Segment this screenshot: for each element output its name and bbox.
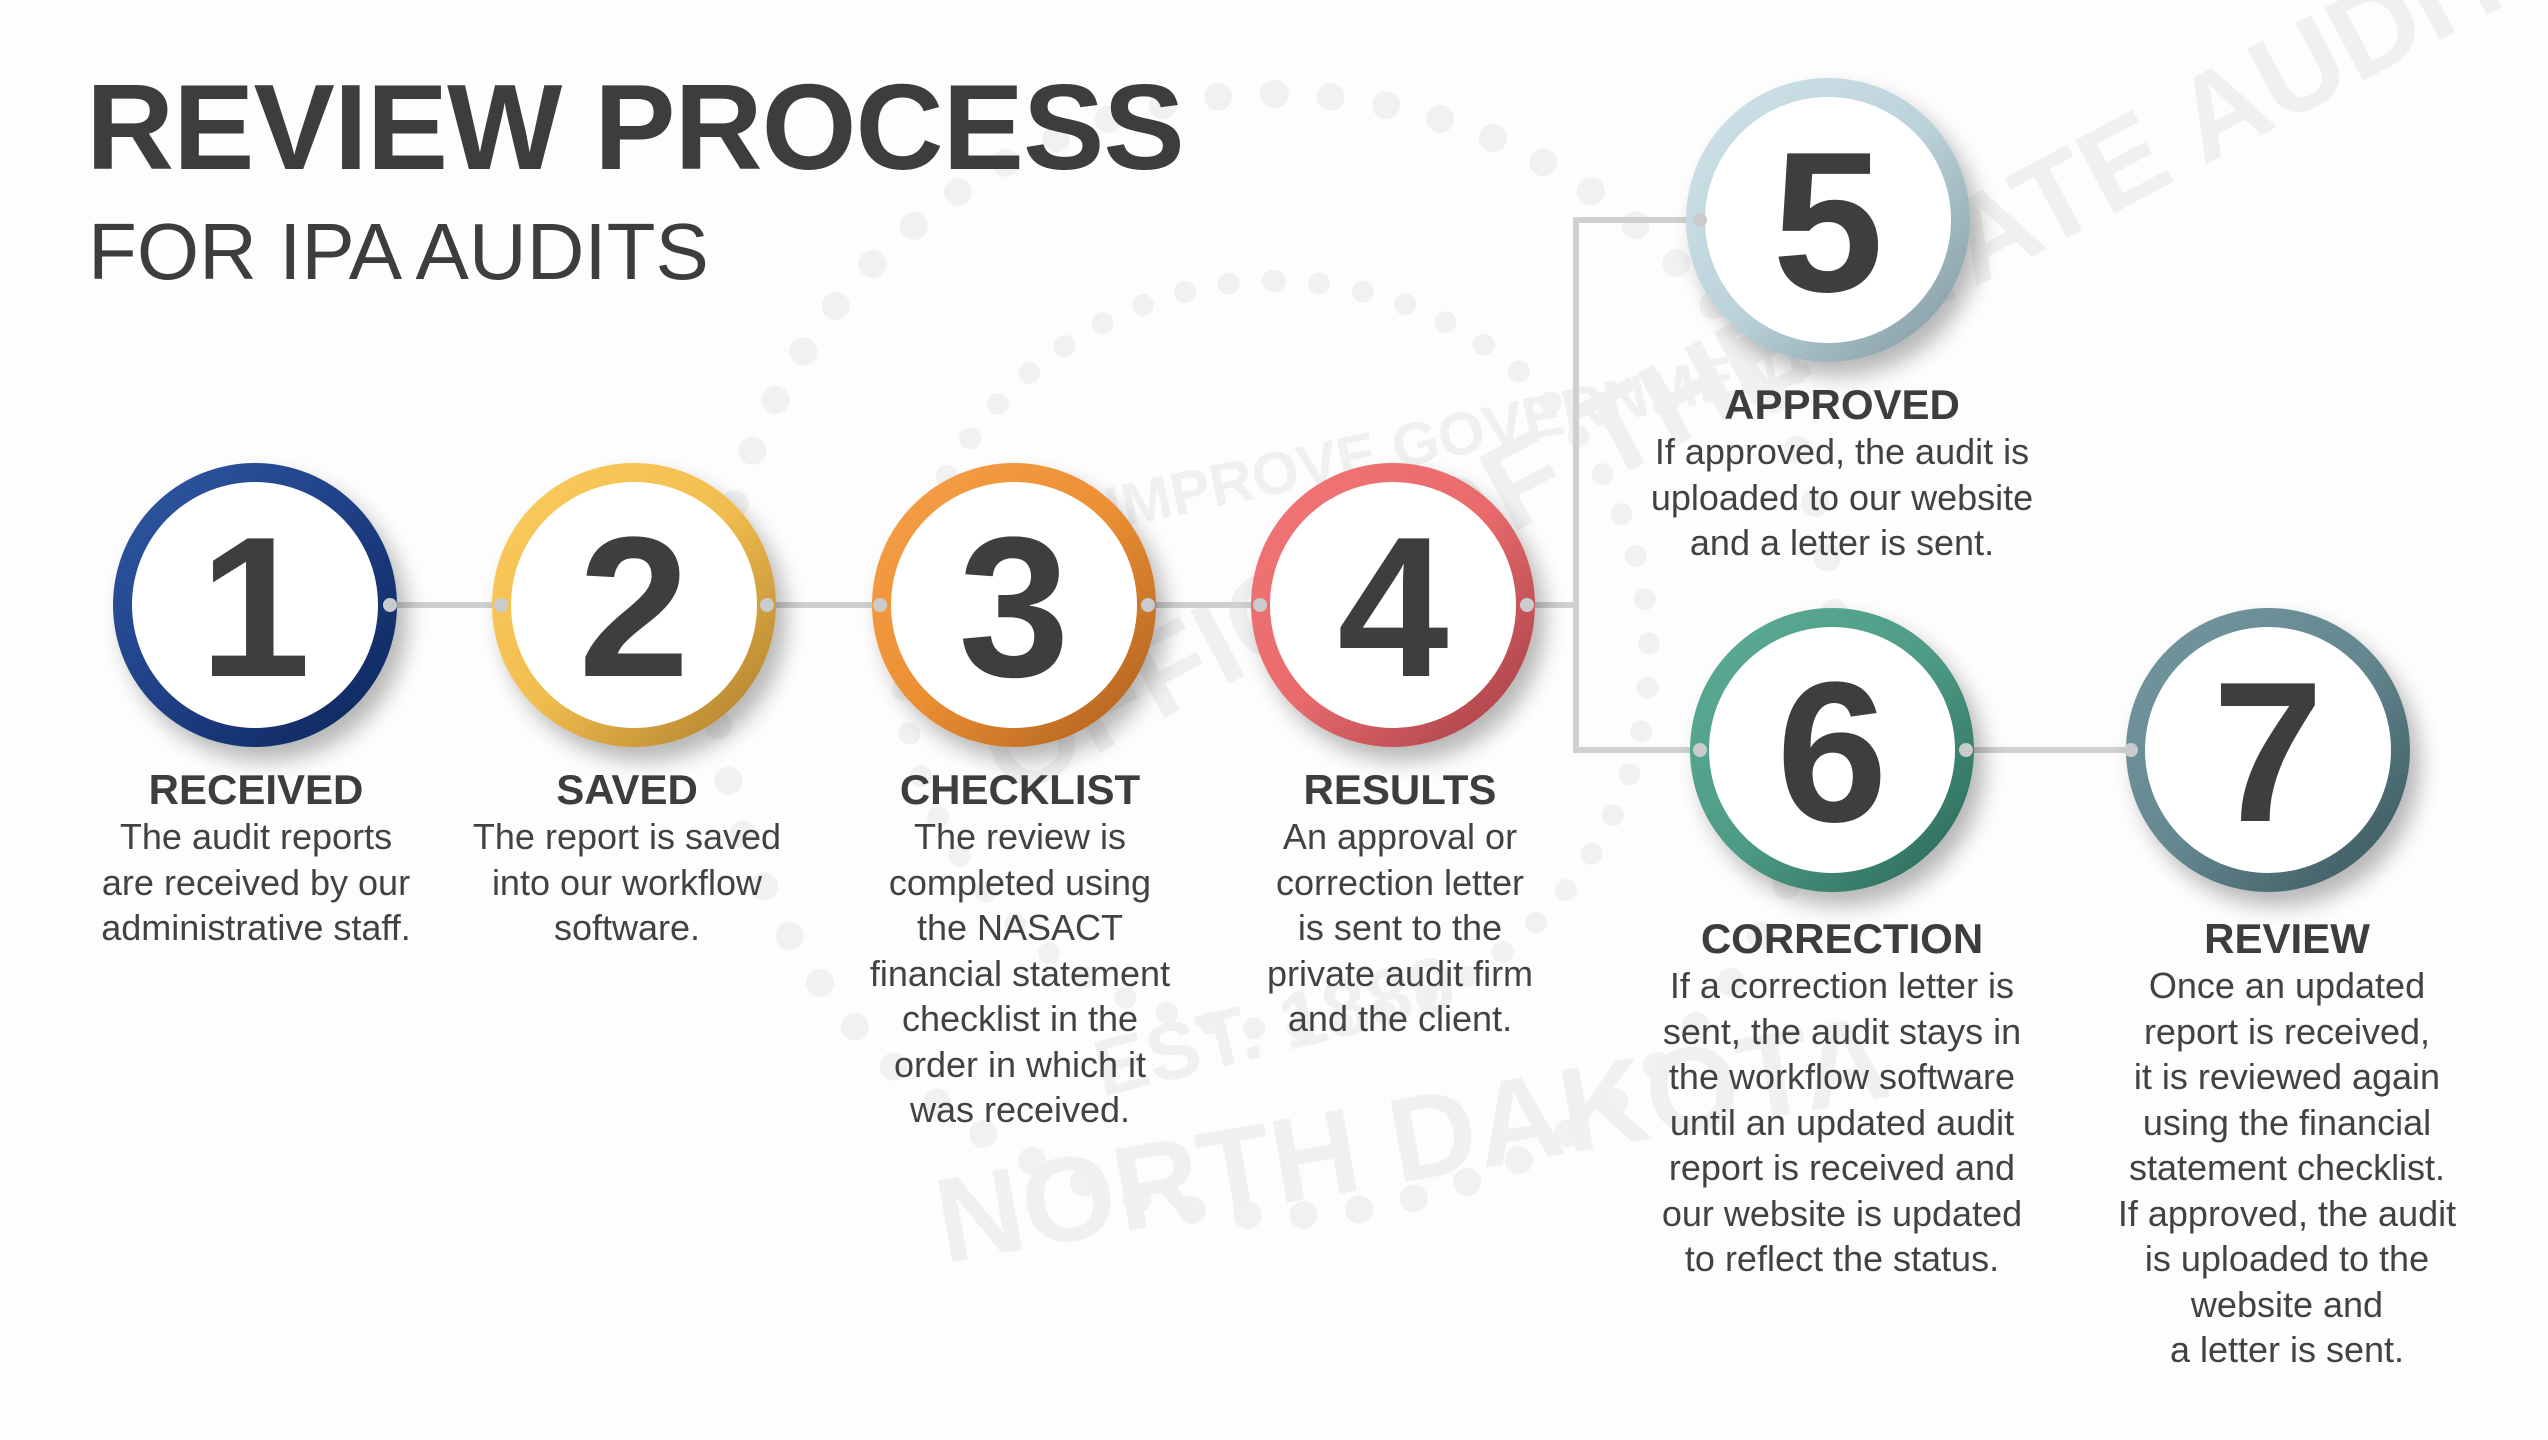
step-1-body: The audit reports are received by our ad… bbox=[101, 814, 410, 951]
step-5-description: APPROVED If approved, the audit is uploa… bbox=[1651, 381, 2033, 566]
step-4-circle: 4 bbox=[1251, 463, 1535, 747]
step-2-line: software. bbox=[553, 907, 701, 948]
step-1-number: 1 bbox=[199, 496, 311, 719]
step-5-circle: 5 bbox=[1686, 78, 1970, 362]
step-1-line: The audit reports bbox=[119, 816, 393, 857]
step-2-description: SAVED The report is saved into our workf… bbox=[473, 766, 781, 951]
step-4-description: RESULTS An approval or correction letter… bbox=[1267, 766, 1533, 1042]
step-3-heading: CHECKLIST bbox=[899, 766, 1141, 813]
step-5-heading: APPROVED bbox=[1724, 381, 1960, 428]
connector-6-7 bbox=[1966, 747, 2131, 753]
step-4-line: and the client. bbox=[1287, 998, 1513, 1039]
step-4-line: is sent to the bbox=[1297, 907, 1503, 948]
step-6-circle: 6 bbox=[1690, 608, 1974, 892]
connector-dot bbox=[494, 598, 508, 612]
step-7-line: Once an updated bbox=[2148, 965, 2426, 1006]
step-7-number: 7 bbox=[2212, 641, 2324, 864]
step-3-body: The review is completed using the NASACT… bbox=[870, 814, 1170, 1133]
step-5-line: and a letter is sent. bbox=[1689, 522, 1995, 563]
page-title: REVIEW PROCESS bbox=[86, 59, 1185, 195]
step-1-heading: RECEIVED bbox=[148, 766, 364, 813]
step-6-line: the workflow software bbox=[1668, 1056, 2016, 1097]
step-6-line: report is received and bbox=[1668, 1147, 2016, 1188]
step-3-line: was received. bbox=[909, 1089, 1131, 1130]
step-2-number: 2 bbox=[578, 496, 690, 719]
connector-dot bbox=[1693, 213, 1707, 227]
step-7-description: REVIEW Once an updated report is receive… bbox=[2118, 915, 2456, 1373]
connector-2-3 bbox=[767, 602, 882, 608]
step-3-description: CHECKLIST The review is completed using … bbox=[870, 766, 1170, 1133]
connector-3-4 bbox=[1148, 602, 1260, 608]
step-4-line: An approval or bbox=[1282, 816, 1518, 857]
step-2-circle: 2 bbox=[492, 463, 776, 747]
step-5-number: 5 bbox=[1772, 111, 1884, 334]
step-2-line: into our workflow bbox=[491, 861, 763, 903]
connector-dot bbox=[2124, 743, 2138, 757]
step-7-line: using the financial bbox=[2142, 1101, 2432, 1143]
connector-dot bbox=[1141, 598, 1155, 612]
step-7-body: Once an updated report is received, it i… bbox=[2118, 963, 2456, 1373]
connector-branch-vertical bbox=[1573, 217, 1579, 753]
step-3-circle: 3 bbox=[872, 463, 1156, 747]
step-6-line: our website is updated bbox=[1661, 1192, 2023, 1234]
step-3-number: 3 bbox=[958, 496, 1070, 719]
step-2-line: The report is saved bbox=[472, 816, 782, 857]
step-7-line: If approved, the audit bbox=[2117, 1192, 2457, 1234]
step-7-line: it is reviewed again bbox=[2133, 1056, 2441, 1097]
step-3-line: The review is bbox=[913, 816, 1127, 857]
step-2-heading: SAVED bbox=[556, 766, 698, 813]
step-6-heading: CORRECTION bbox=[1700, 915, 1984, 962]
step-3-line: checklist in the bbox=[901, 998, 1139, 1039]
step-6-description: CORRECTION If a correction letter is sen… bbox=[1662, 915, 2022, 1282]
step-3-line: order in which it bbox=[893, 1043, 1147, 1085]
step-4-body: An approval or correction letter is sent… bbox=[1267, 814, 1533, 1042]
step-2-body: The report is saved into our workflow so… bbox=[473, 814, 781, 951]
step-4-heading: RESULTS bbox=[1303, 766, 1497, 813]
step-6-line: sent, the audit stays in bbox=[1662, 1010, 2022, 1052]
step-3-line: the NASACT bbox=[916, 907, 1124, 948]
step-4-line: private audit firm bbox=[1266, 952, 1534, 994]
step-3-line: completed using bbox=[888, 861, 1152, 903]
step-1-line: are received by our bbox=[101, 861, 411, 903]
step-7-line: report is received, bbox=[2143, 1010, 2431, 1052]
connector-branch-6 bbox=[1573, 747, 1701, 753]
step-7-line: statement checklist. bbox=[2128, 1147, 2446, 1188]
page-subtitle: FOR IPA AUDITS bbox=[88, 207, 709, 296]
step-7-line: website and bbox=[2190, 1283, 2384, 1325]
step-7-line: a letter is sent. bbox=[2169, 1329, 2405, 1370]
connector-dot bbox=[1959, 743, 1973, 757]
step-6-line: If a correction letter is bbox=[1669, 965, 2015, 1006]
connector-dot bbox=[1693, 743, 1707, 757]
step-1-circle: 1 bbox=[113, 463, 397, 747]
step-7-circle: 7 bbox=[2126, 608, 2410, 892]
connector-dot bbox=[873, 598, 887, 612]
step-6-line: until an updated audit bbox=[1669, 1101, 2015, 1143]
step-7-line: is uploaded to the bbox=[2144, 1238, 2430, 1279]
step-6-line: to reflect the status. bbox=[1684, 1238, 2000, 1279]
connector-dot bbox=[1520, 598, 1534, 612]
step-4-line: correction letter bbox=[1275, 861, 1525, 903]
step-4-number: 4 bbox=[1337, 496, 1449, 719]
step-3-line: financial statement bbox=[869, 952, 1171, 994]
step-1-line: administrative staff. bbox=[101, 907, 411, 948]
step-6-body: If a correction letter is sent, the audi… bbox=[1662, 963, 2022, 1282]
connector-dot bbox=[760, 598, 774, 612]
step-5-line: If approved, the audit is bbox=[1654, 431, 2030, 472]
connector-4-branch bbox=[1527, 602, 1579, 608]
connector-branch-5 bbox=[1573, 217, 1695, 223]
step-1-description: RECEIVED The audit reports are received … bbox=[101, 766, 410, 951]
step-5-body: If approved, the audit is uploaded to ou… bbox=[1651, 429, 2033, 566]
step-5-line: uploaded to our website bbox=[1650, 476, 2034, 518]
step-6-number: 6 bbox=[1776, 641, 1888, 864]
connector-dot bbox=[383, 598, 397, 612]
step-7-heading: REVIEW bbox=[2204, 915, 2370, 962]
connector-dot bbox=[1253, 598, 1267, 612]
